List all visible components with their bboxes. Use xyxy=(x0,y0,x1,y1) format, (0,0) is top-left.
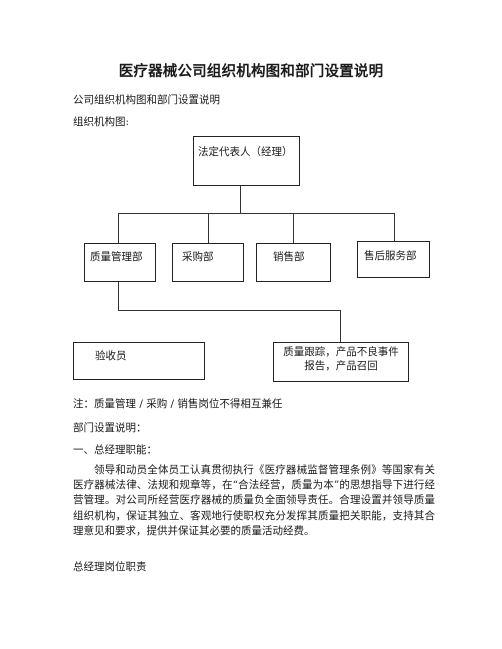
org-box-after-sales: 售后服务部 xyxy=(357,241,430,278)
section2-heading: 总经理岗位职责 xyxy=(73,561,147,573)
document-subtitle: 公司组织机构图和部门设置说明 xyxy=(73,94,220,106)
org-box-acceptance-inspector-label: 验收员 xyxy=(95,350,127,362)
connector-line xyxy=(240,186,241,213)
org-box-sales-label: 销售部 xyxy=(273,251,305,263)
org-box-quality-mgmt: 质量管理部 xyxy=(84,243,156,282)
connector-line xyxy=(118,310,340,311)
connector-line xyxy=(293,213,294,243)
org-box-purchasing: 采购部 xyxy=(172,243,244,282)
connector-line xyxy=(118,213,119,243)
org-box-legal-rep: 法定代表人（经理） xyxy=(193,136,300,186)
dept-heading: 部门设置说明： xyxy=(73,422,147,434)
chart-note: 注：质量管理 / 采购 / 销售岗位不得相互兼任 xyxy=(73,398,283,410)
org-box-legal-rep-label: 法定代表人（经理） xyxy=(198,146,293,158)
connector-line xyxy=(340,310,341,342)
org-box-quality-tracking: 质量跟踪，产品不良事件报告，产品召回 xyxy=(273,342,409,382)
connector-line xyxy=(118,213,394,214)
org-box-purchasing-label: 采购部 xyxy=(182,251,214,263)
section1-body: 领导和动员全体员工认真贯彻执行《医疗器械监督管理条例》等国家有关医疗器械法律、法… xyxy=(73,464,435,537)
section1-heading: 一、总经理职能： xyxy=(73,444,157,456)
org-box-after-sales-label: 售后服务部 xyxy=(364,250,417,262)
org-box-sales: 销售部 xyxy=(256,243,331,282)
document-title: 医疗器械公司组织机构图和部门设置说明 xyxy=(118,64,384,80)
org-box-quality-mgmt-label: 质量管理部 xyxy=(90,251,143,263)
org-chart-label: 组织机构图: xyxy=(73,116,130,128)
connector-line xyxy=(394,213,395,241)
org-box-acceptance-inspector: 验收员 xyxy=(73,342,205,380)
connector-line xyxy=(118,282,119,310)
connector-line xyxy=(208,213,209,243)
org-box-quality-tracking-label: 质量跟踪，产品不良事件报告，产品召回 xyxy=(283,346,399,372)
